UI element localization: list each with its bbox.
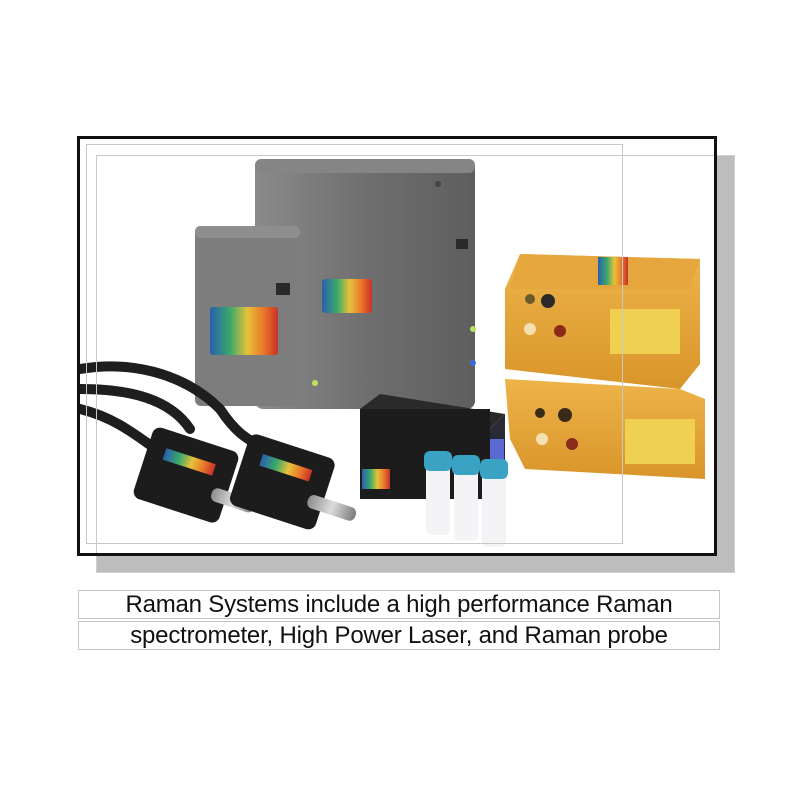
raman-probe-2 (230, 434, 357, 530)
sample-vials (424, 451, 508, 547)
small-spectrometer (195, 226, 318, 406)
raman-systems-photo (80, 159, 705, 547)
caption-line-1: Raman Systems include a high performance… (78, 590, 720, 619)
laser-top (505, 254, 700, 389)
caption-line-2: spectrometer, High Power Laser, and Rama… (78, 621, 720, 650)
large-spectrometer (255, 159, 476, 409)
figure-frame (77, 136, 717, 556)
laser-bottom (505, 379, 705, 479)
